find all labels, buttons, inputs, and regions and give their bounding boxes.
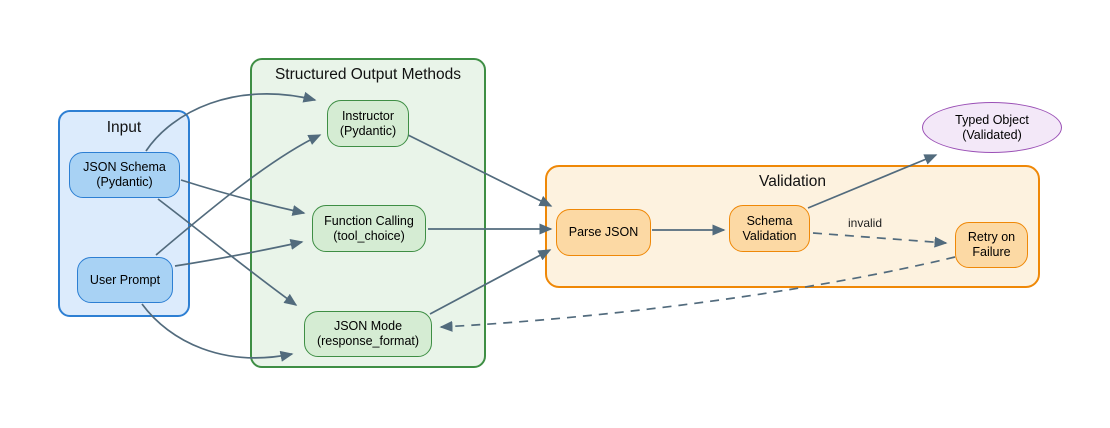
node-parse-json-line1: Parse JSON: [568, 225, 639, 239]
node-json-mode: JSON Mode (response_format): [304, 311, 432, 357]
group-input-title: Input: [106, 119, 142, 136]
edge-user-prompt-to-function-calling: [174, 239, 304, 267]
edge-schema-validation-to-typed-object: [807, 154, 938, 209]
node-user-prompt: User Prompt: [77, 257, 173, 303]
node-schema-validation: Schema Validation: [729, 205, 810, 252]
edge-json-schema-to-function-calling: [180, 179, 306, 216]
node-parse-json: Parse JSON: [556, 209, 651, 256]
node-instructor-line1: Instructor: [341, 108, 395, 123]
node-json-mode-line2: (response_format): [316, 334, 420, 348]
node-retry-on-failure-line2: Failure: [972, 245, 1011, 259]
node-typed-object-line2: (Validated): [962, 127, 1022, 142]
edge-json-mode-to-parse-json: [429, 249, 552, 315]
edge-user-prompt-to-instructor: [155, 134, 322, 256]
edge-instructor-to-parse-json: [407, 134, 553, 207]
edge-json-schema-to-instructor: [145, 91, 317, 152]
node-instructor-line2: (Pydantic): [339, 123, 397, 138]
node-json-schema: JSON Schema (Pydantic): [69, 152, 180, 198]
node-schema-validation-line1: Schema: [746, 213, 793, 228]
node-function-calling: Function Calling (tool_choice): [312, 205, 426, 252]
node-typed-object: Typed Object (Validated): [922, 102, 1062, 153]
edge-user-prompt-to-json-mode: [141, 303, 294, 362]
edge-schema-validation-to-retry-invalid: [812, 232, 948, 248]
node-function-calling-line2: (tool_choice): [333, 228, 405, 243]
node-typed-object-line1: Typed Object: [955, 112, 1029, 127]
group-methods-title: Structured Output Methods: [274, 66, 462, 83]
node-json-schema-line2: (Pydantic): [96, 175, 153, 189]
node-json-schema-line1: JSON Schema: [83, 160, 166, 174]
node-user-prompt-line1: User Prompt: [89, 272, 161, 287]
node-schema-validation-line2: Validation: [742, 228, 797, 243]
node-retry-on-failure-line1: Retry on: [967, 230, 1016, 244]
edge-json-schema-to-json-mode: [157, 198, 298, 306]
node-function-calling-line1: Function Calling: [324, 213, 414, 228]
edge-retry-to-json-mode: [439, 256, 956, 332]
node-retry-on-failure: Retry on Failure: [955, 222, 1028, 268]
group-validation-title: Validation: [759, 173, 826, 190]
edge-label-invalid: invalid: [847, 216, 883, 230]
node-json-mode-line1: JSON Mode: [333, 319, 403, 333]
node-instructor: Instructor (Pydantic): [327, 100, 409, 147]
